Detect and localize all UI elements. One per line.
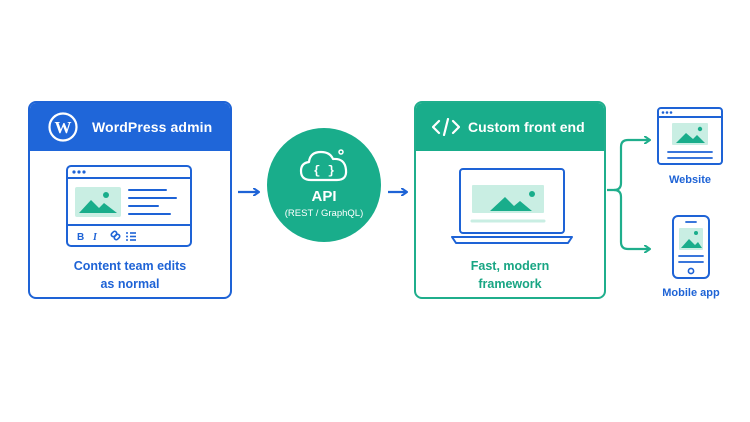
toolbar-italic-label: I <box>92 232 98 243</box>
frontend-card-title: Custom front end <box>468 119 585 135</box>
wordpress-admin-card: W WordPress admin B I Content team edits <box>28 101 232 299</box>
wordpress-logo-icon: W <box>48 112 78 142</box>
wordpress-card-title: WordPress admin <box>92 119 213 135</box>
laptop-icon <box>451 168 573 244</box>
wordpress-card-header: W WordPress admin <box>30 103 230 151</box>
api-sublabel: (REST / GraphQL) <box>284 208 364 219</box>
editor-window-icon: B I <box>66 165 192 247</box>
link-icon <box>110 230 121 241</box>
list-icon <box>126 232 136 241</box>
svg-text:W: W <box>55 118 72 137</box>
arrow-frontend-to-mobile <box>613 188 650 249</box>
svg-text:{ }: { } <box>313 164 335 178</box>
wordpress-caption-line2: as normal <box>100 277 160 291</box>
custom-frontend-card: Custom front end Fast, modern framework <box>414 101 606 299</box>
website-label: Website <box>669 174 711 186</box>
api-node: { } API (REST / GraphQL) <box>267 128 381 242</box>
frontend-caption-line2: framework <box>478 277 542 291</box>
desktop-browser-icon <box>657 107 723 165</box>
toolbar-bold-label: B <box>77 232 84 243</box>
api-label: API <box>311 188 337 205</box>
frontend-caption-line1: Fast, modern <box>470 259 550 273</box>
arrow-frontend-to-website <box>607 140 650 192</box>
code-brackets-icon <box>432 118 460 136</box>
mobile-app-label: Mobile app <box>662 287 720 299</box>
wordpress-card-caption: Content team edits as normal <box>30 257 230 293</box>
frontend-card-caption: Fast, modern framework <box>416 257 604 293</box>
mobile-phone-icon <box>672 215 710 279</box>
cloud-code-icon: { } <box>299 149 348 182</box>
frontend-card-header: Custom front end <box>416 103 604 151</box>
wordpress-caption-line1: Content team edits <box>73 259 187 273</box>
